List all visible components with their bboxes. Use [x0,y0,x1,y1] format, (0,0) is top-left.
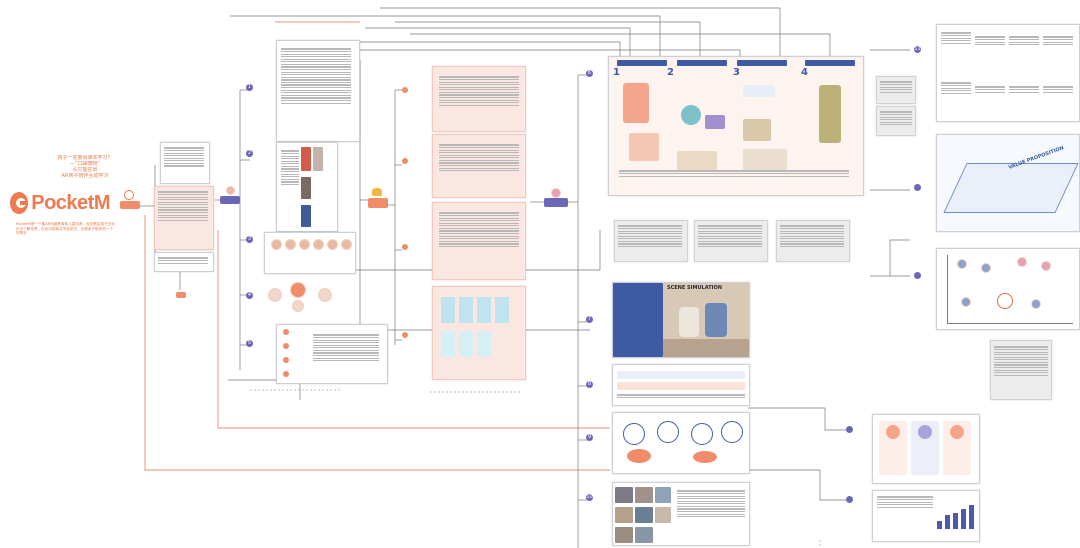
node-2: 2 [246,150,253,157]
storyboard-panel: 1 2 3 4 [608,56,864,196]
node-10: 10 [586,494,593,501]
idea-node-2 [402,158,408,164]
node-7: 7 [586,316,593,323]
problem-list-card [276,324,388,384]
wireframe-panel [432,202,526,280]
feature-cards [872,414,980,484]
tagline-line-3: 从只能在出 [72,167,98,173]
node-13 [914,272,921,279]
design-hub [544,198,568,207]
node-6: 6 [586,70,593,77]
pocketm-logo-text: PocketM [31,191,110,214]
interview-photo-2 [313,147,323,171]
step-3-number: 3 [733,67,740,78]
research-card-1 [160,142,210,184]
persona-avatar [226,186,235,195]
node-5: 5 [246,340,253,347]
problem-node-2 [283,343,289,349]
scene-simulation-panel: SCENE SIMULATION [612,282,750,358]
survey-card [276,40,360,142]
flowchart-panel [432,134,526,198]
node-15 [846,496,853,503]
tagline-line-1: 孩子一定要出课本学习？ [57,155,113,161]
bird-icon [372,188,382,196]
step-1-number: 1 [613,67,620,78]
tagline-line-2: —“口袋博物” [69,161,101,167]
tagline-line-4: AR亲子陪伴互动学习 [61,173,109,179]
pocketm-logo-icon [10,192,29,214]
node-9: 9 [586,434,593,441]
idea-node-3 [402,244,408,250]
research-hub [120,201,140,209]
research-subhub [176,292,186,298]
journey-map [612,364,750,406]
value-proposition-canvas: VALUE PROPOSITION [936,134,1080,232]
positioning-matrix [936,248,1080,330]
search-icon [124,190,134,200]
child-avatar [551,188,561,198]
user-research-hub [220,196,240,204]
brand-tagline: 孩子一定要出课本学习？ —“口袋博物” 从只能在出 AR亲子陪伴互动学习 [20,155,150,179]
node-12 [914,184,921,191]
node-4: 4 [246,292,253,299]
note-box-1 [614,220,688,262]
user-testing-panel [612,482,750,546]
requirements-table [936,24,1080,122]
idea-node-1 [402,87,408,93]
scene-simulation-title: SCENE SIMULATION [667,285,722,291]
emotion-icons-row [268,282,348,312]
pocketm-logo: PocketM [10,188,110,218]
interview-card [276,142,338,232]
side-note-1 [876,76,916,104]
side-note-2 [876,106,916,136]
brand-description: PocketM是一个集AR科普教育和儿童玩具，旨在教会孩子在玩乐中了解世界，在玩… [16,222,115,236]
node-14 [846,426,853,433]
step-4-number: 4 [801,67,808,78]
node-11: 11 [914,46,921,53]
node-8: 8 [586,381,593,388]
ideation-hub [368,198,388,208]
research-card-3 [154,252,214,272]
research-card-2 [154,186,214,250]
step-2-number: 2 [667,67,674,78]
note-box-2 [694,220,768,262]
problem-node-3 [283,357,289,363]
note-box-3 [776,220,850,262]
persona-grid-card [264,232,356,274]
problem-node-4 [283,371,289,377]
scene-blue-sidebar [613,283,663,357]
node-3: 3 [246,236,253,243]
interview-photo-3 [301,177,311,199]
bar-chart-card [872,490,980,542]
ui-screens-panel [432,286,526,380]
interview-photo-4 [301,205,311,227]
sketch-panel [432,66,526,132]
idea-node-4 [402,332,408,338]
interview-photo-1 [301,147,311,171]
illustration-panel [612,412,750,474]
matrix-note [990,340,1052,400]
problem-node-1 [283,329,289,335]
node-1: 1 [246,84,253,91]
